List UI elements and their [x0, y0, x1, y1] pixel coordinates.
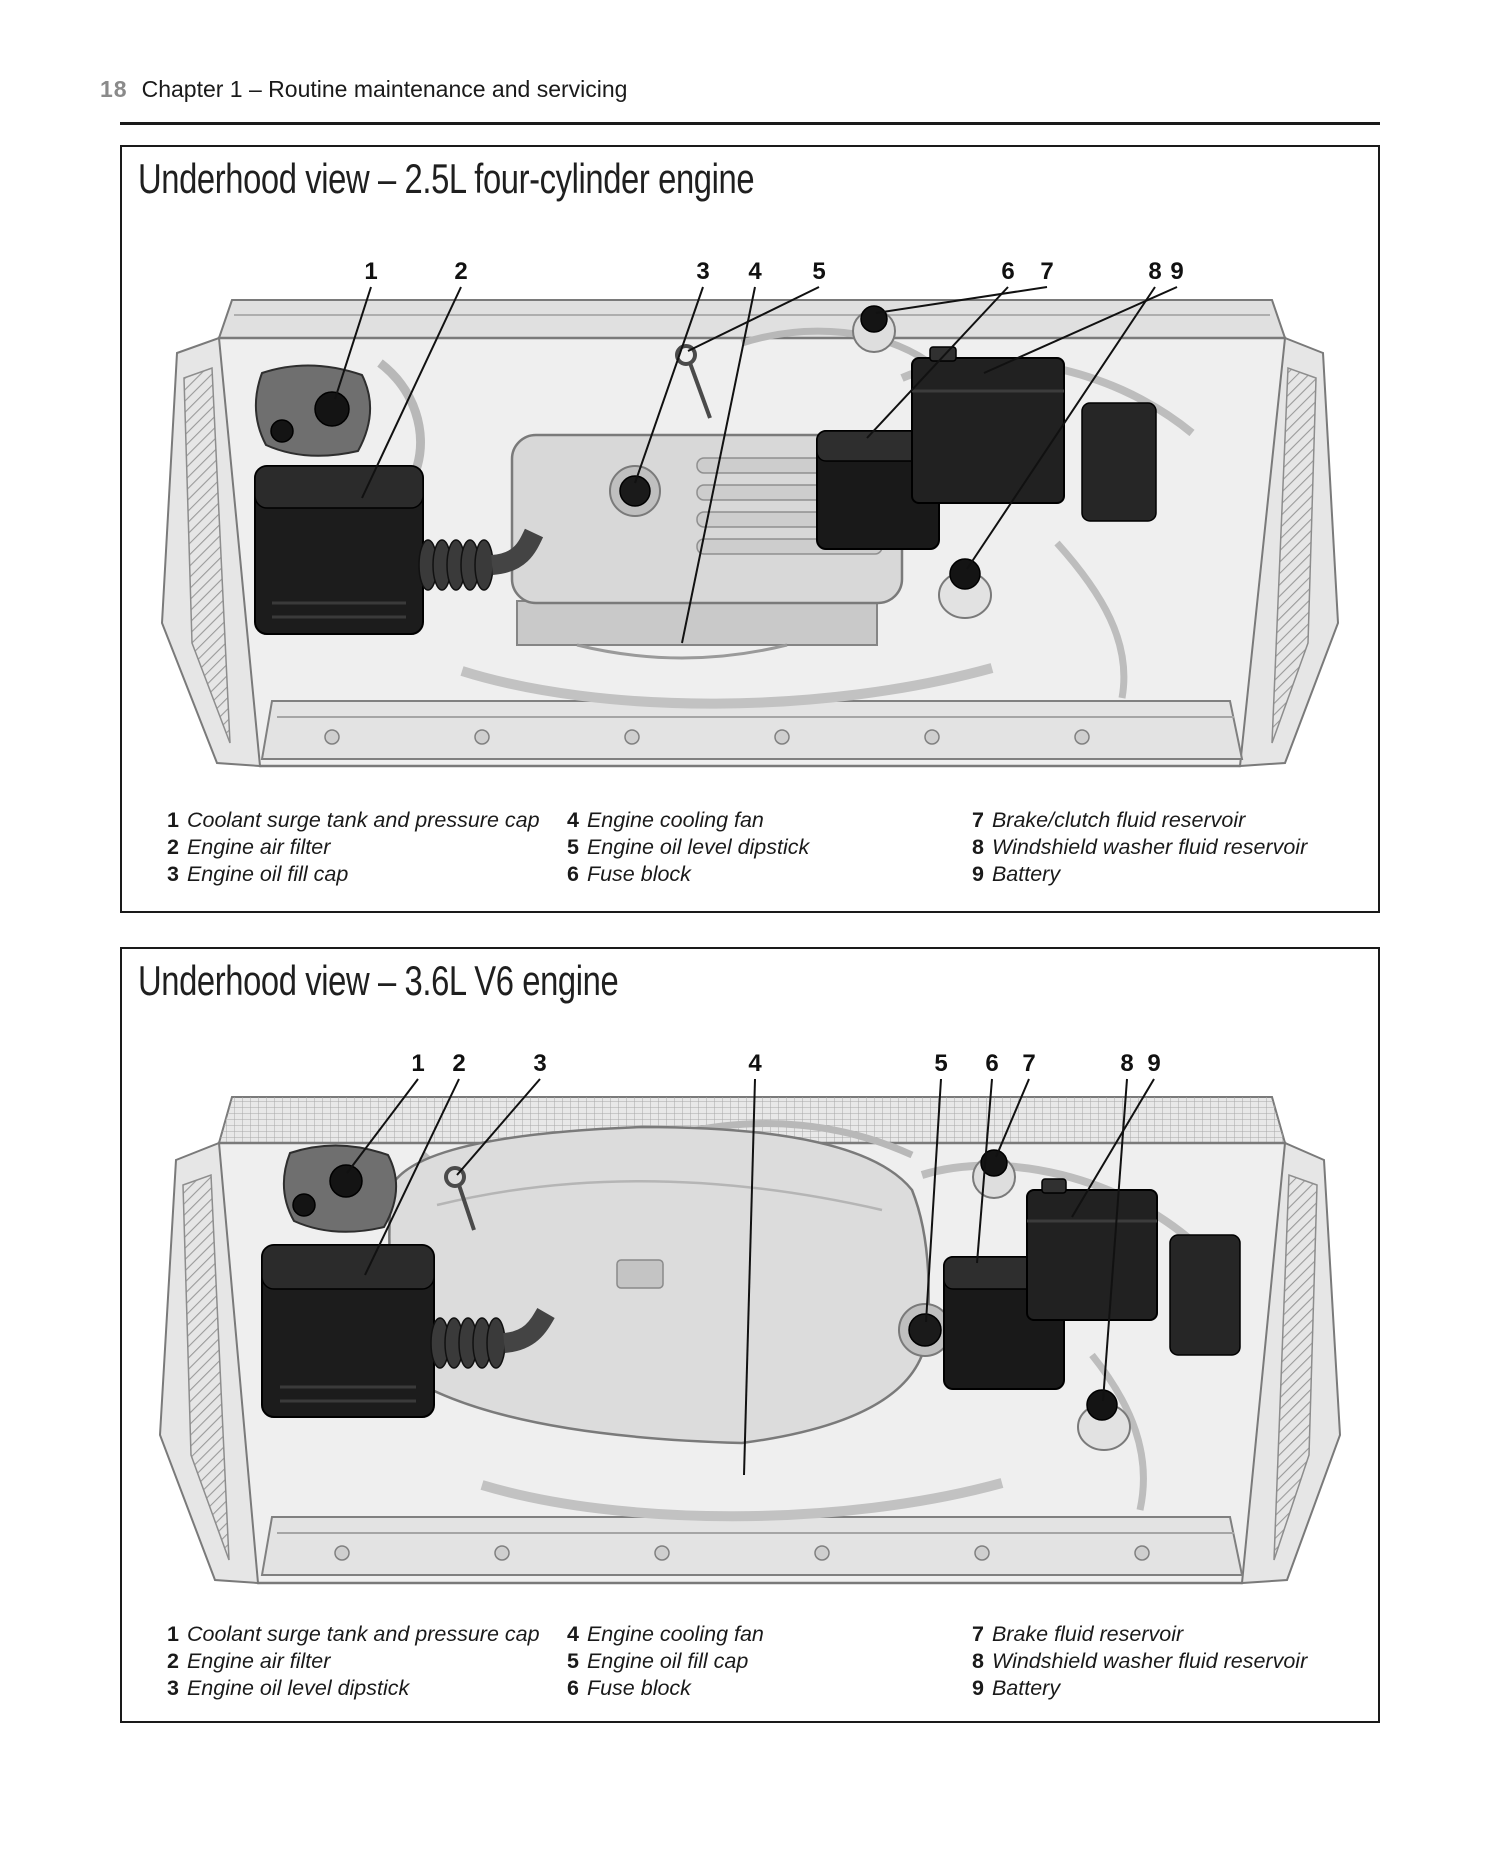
callout-3: 3 [696, 258, 709, 285]
radiator-support [260, 700, 1244, 760]
page-number: 18 [100, 76, 128, 102]
engine-oil-fill-cap [619, 475, 651, 507]
coolant-surge-tank [282, 1144, 398, 1233]
callout-5: 5 [934, 1050, 947, 1077]
callout-5: 5 [812, 258, 825, 285]
callout-1: 1 [364, 258, 377, 285]
callout-leader-lines [334, 286, 1178, 644]
cooling-fan-shroud [576, 643, 788, 660]
callout-2: 2 [452, 1050, 465, 1077]
relay-box [1081, 402, 1157, 522]
fuse-block [816, 430, 940, 550]
battery [911, 346, 1065, 504]
callout-numbers: 1 2 3 4 5 6 7 8 9 [364, 258, 1183, 285]
chapter-title: Chapter 1 – Routine maintenance and serv… [141, 76, 628, 102]
panel-title-2-5l: Underhood view – 2.5L four-cylinder engi… [138, 155, 755, 202]
intake-duct [418, 528, 544, 591]
panel-title-3-6l: Underhood view – 3.6L V6 engine [138, 957, 619, 1004]
header-rule [120, 122, 1380, 125]
callout-7: 7 [1022, 1050, 1035, 1077]
engine-cover [388, 1125, 952, 1445]
washer-fluid-reservoir [1077, 1389, 1131, 1451]
callout-4: 4 [748, 1050, 762, 1077]
callout-8: 8 [1120, 1050, 1133, 1077]
callout-4: 4 [748, 258, 762, 285]
coolant-surge-tank [254, 364, 371, 457]
engine-oil-dipstick [675, 344, 712, 419]
callout-2: 2 [454, 258, 467, 285]
relay-box [1169, 1234, 1241, 1356]
callout-3: 3 [533, 1050, 546, 1077]
engine-oil-dipstick [444, 1166, 476, 1231]
callout-7: 7 [1040, 258, 1053, 285]
pressure-cap [329, 1164, 363, 1198]
pressure-cap [314, 391, 350, 427]
callout-8: 8 [1148, 258, 1161, 285]
callout-9: 9 [1147, 1050, 1160, 1077]
washer-fluid-reservoir [938, 558, 992, 619]
engine-bay-illustration-2-5l: 1 2 3 4 5 6 7 8 9 [160, 258, 1340, 768]
engine-air-filter-housing [254, 465, 544, 635]
callout-9: 9 [1170, 258, 1183, 285]
engine-oil-fill-cap [908, 1313, 942, 1347]
callout-6: 6 [1001, 258, 1014, 285]
battery [1026, 1178, 1158, 1321]
intake-duct [430, 1308, 555, 1369]
callout-1: 1 [411, 1050, 424, 1077]
callout-numbers: 1 2 3 4 5 6 7 8 9 [411, 1050, 1160, 1077]
engine-bay-illustration-3-6l: 1 2 3 4 5 6 7 8 9 [158, 1050, 1342, 1585]
callout-leader-lines [346, 1078, 1155, 1476]
panel-underhood-2-5l: Underhood view – 2.5L four-cylinder engi… [120, 145, 1380, 913]
callout-6: 6 [985, 1050, 998, 1077]
radiator-support [260, 1516, 1244, 1576]
page-header: 18 Chapter 1 – Routine maintenance and s… [100, 76, 627, 103]
panel-underhood-3-6l: Underhood view – 3.6L V6 engine [120, 947, 1380, 1723]
engine-air-filter-housing [261, 1244, 555, 1418]
